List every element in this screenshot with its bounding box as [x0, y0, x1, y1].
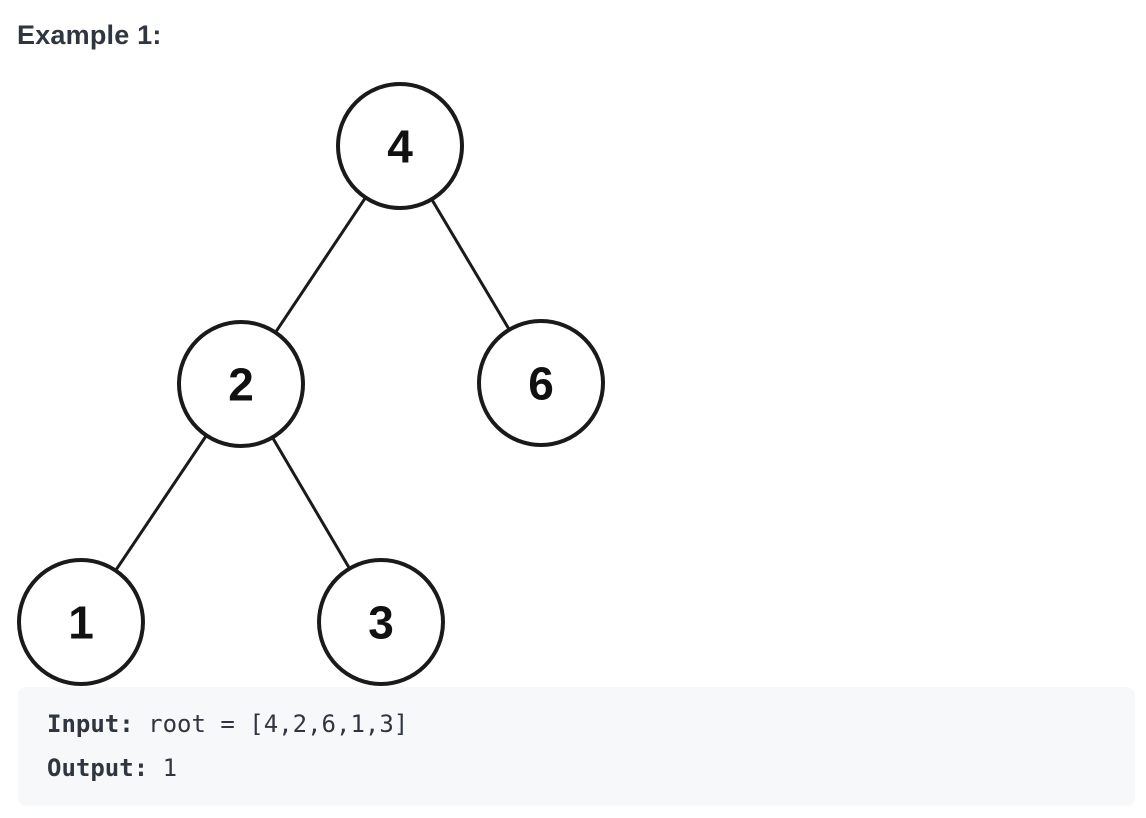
tree-node-2: 2 [177, 320, 305, 448]
tree-node-circle [17, 558, 145, 686]
tree-node-4: 4 [336, 82, 464, 210]
example-io-block: Input: root = [4,2,6,1,3]Output: 1 [18, 687, 1135, 806]
tree-node-circle [317, 558, 445, 686]
output-value: 1 [148, 754, 178, 782]
tree-node-3: 3 [317, 558, 445, 686]
tree-node-circle [477, 319, 605, 447]
tree-node-value: 3 [368, 597, 394, 649]
input-value: root = [4,2,6,1,3] [133, 710, 409, 738]
tree-node-value: 2 [228, 359, 254, 411]
tree-node-6: 6 [477, 319, 605, 447]
tree-node-value: 1 [68, 597, 94, 649]
input-line: Input: root = [4,2,6,1,3] [47, 702, 1106, 746]
tree-node-circle [177, 320, 305, 448]
output-label: Output: [47, 754, 149, 782]
tree-node-1: 1 [17, 558, 145, 686]
tree-node-value: 6 [528, 358, 554, 410]
binary-tree-diagram: 4 2 6 1 3 [17, 82, 605, 686]
tree-node-circle [336, 82, 464, 210]
example-heading: Example 1: [17, 20, 162, 50]
tree-node-value: 4 [387, 121, 413, 173]
output-line: Output: 1 [47, 746, 1106, 790]
input-label: Input: [47, 710, 134, 738]
